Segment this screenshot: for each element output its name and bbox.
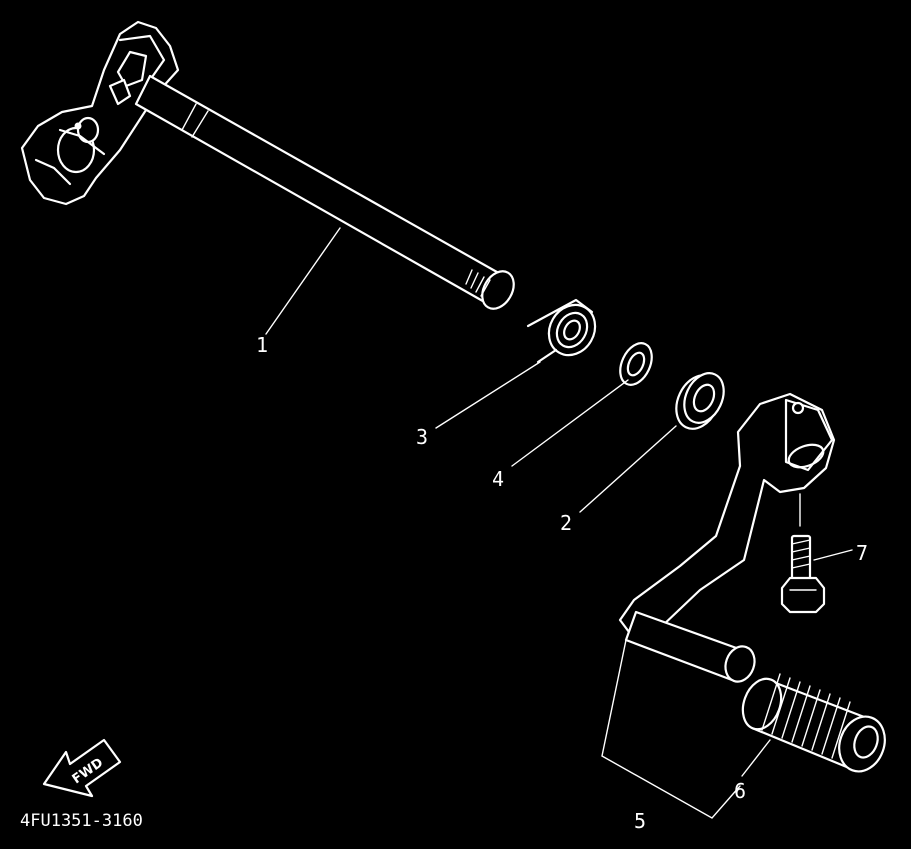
bolt-part [780, 493, 826, 614]
forward-arrow: FWD [42, 738, 122, 798]
shift-shaft-rod [134, 74, 506, 306]
part-label-3: 3 [416, 425, 428, 449]
shift-pedal-part [618, 392, 836, 683]
part-label-7: 7 [856, 541, 868, 565]
leader-line-7 [813, 549, 853, 561]
leader-line-3 [435, 361, 541, 429]
part-label-4: 4 [492, 467, 504, 491]
part-label-2: 2 [560, 511, 572, 535]
shift-pedal-arm [618, 392, 836, 638]
leader-line-1 [265, 227, 341, 335]
leader-line-5 [601, 639, 741, 819]
leader-line-4 [511, 379, 629, 467]
leader-line-2 [579, 425, 677, 513]
circlip-part [619, 342, 653, 386]
pedal-rubber-part [741, 673, 886, 773]
return-spring-part [526, 298, 597, 364]
part-label-1: 1 [256, 333, 268, 357]
diagram-code: 4FU1351-3160 [20, 811, 143, 831]
part-label-6: 6 [734, 779, 746, 803]
leader-line-6 [741, 739, 771, 777]
shift-shaft-part [20, 20, 515, 310]
part-label-5: 5 [634, 809, 646, 833]
oil-seal-part [675, 372, 725, 430]
